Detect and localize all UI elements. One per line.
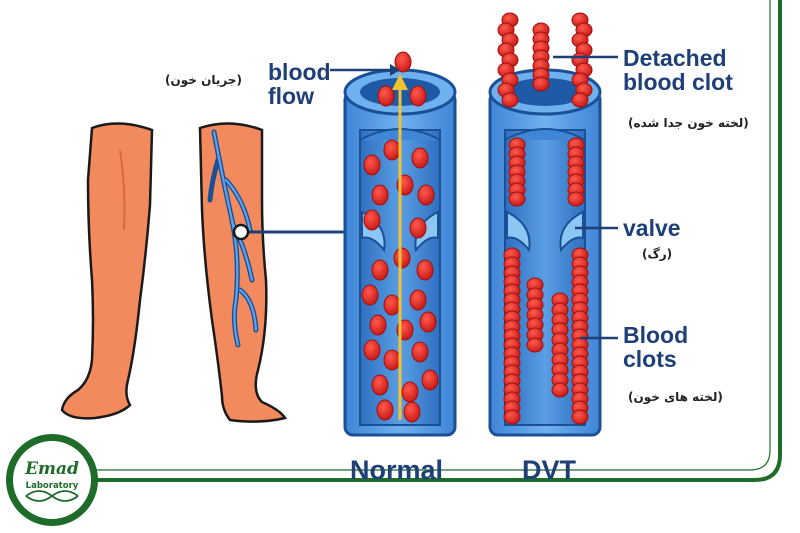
red-blood-cell — [411, 147, 429, 169]
clot-cell — [526, 337, 544, 353]
valve-label-fa: (رگ) — [642, 247, 673, 261]
red-blood-cell — [383, 139, 401, 161]
red-blood-cell — [416, 259, 434, 281]
red-blood-cell — [409, 289, 427, 311]
leg-normal — [60, 122, 154, 420]
emad-laboratory-logo: Emad Laboratory — [6, 434, 98, 526]
red-blood-cell — [394, 51, 412, 73]
leg-dvt — [198, 122, 287, 423]
red-blood-cell — [376, 399, 394, 421]
valve-label: valve — [623, 215, 681, 241]
blood-flow-label: blood flow — [268, 59, 331, 110]
red-blood-cell — [377, 85, 395, 107]
red-blood-cell — [363, 154, 381, 176]
red-blood-cell — [371, 374, 389, 396]
blood-clots-label-fa: (لخته های خون) — [628, 390, 723, 404]
frame-border-inner — [95, 0, 771, 471]
red-blood-cell — [417, 184, 435, 206]
red-blood-cell — [371, 184, 389, 206]
red-blood-cell — [409, 217, 427, 239]
dvt-blood-clots — [497, 12, 593, 425]
clot-cell — [571, 409, 589, 425]
logo-laboratory-text: Laboratory — [26, 481, 79, 491]
red-blood-cell — [371, 259, 389, 281]
red-blood-cell — [383, 349, 401, 371]
red-blood-cell — [409, 85, 427, 107]
clot-cell — [532, 76, 550, 92]
red-blood-cell — [401, 381, 419, 403]
red-blood-cell — [411, 341, 429, 363]
caption-normal: Normal — [350, 455, 444, 485]
clot-cell — [508, 191, 526, 207]
red-blood-cell — [363, 209, 381, 231]
red-blood-cell — [363, 339, 381, 361]
red-blood-cell — [419, 311, 437, 333]
leg-pointer-dot — [232, 223, 250, 241]
red-blood-cell — [403, 401, 421, 423]
detached-clot-label-fa: (لخته خون جدا شده) — [628, 116, 749, 130]
clot-cell — [503, 409, 521, 425]
red-blood-cell — [393, 247, 411, 269]
frame-border — [90, 0, 782, 482]
red-blood-cell — [369, 314, 387, 336]
clot-cell — [551, 382, 569, 398]
red-blood-cell — [361, 284, 379, 306]
logo-dna-icon — [25, 490, 79, 502]
clot-cell — [567, 191, 585, 207]
logo-emad-text: Emad — [24, 459, 79, 479]
blood-clots-label: Blood clots — [623, 322, 689, 373]
flow-arrow-head — [392, 74, 408, 90]
blood-flow-pointer-head — [390, 64, 400, 76]
detached-clot-label: Detached blood clot — [623, 45, 733, 96]
red-blood-cell — [383, 294, 401, 316]
clot-cell — [501, 92, 519, 108]
blood-flow-label-fa: (جریان خون) — [165, 73, 242, 87]
caption-dvt: DVT — [522, 455, 576, 485]
red-blood-cell — [421, 369, 439, 391]
clot-cell — [571, 92, 589, 108]
